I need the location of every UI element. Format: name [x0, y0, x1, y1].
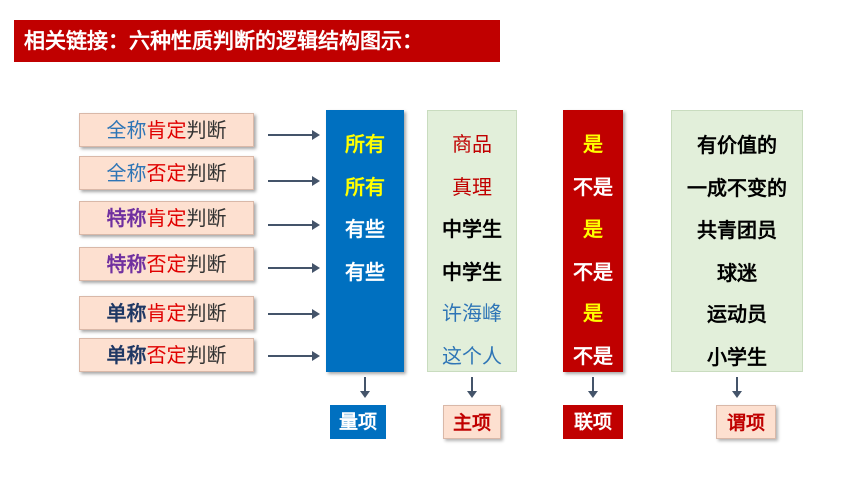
subject-item: 这个人 [442, 344, 502, 368]
arrow-down-icon [588, 377, 598, 398]
copula-item: 是 [583, 217, 603, 241]
copula-item: 不是 [573, 175, 613, 199]
judgment-singular-negative: 单称否定判断 [79, 338, 254, 372]
subject-column: 商品 真理 中学生 中学生 许海峰 这个人 [427, 110, 517, 372]
arrow-right-icon [268, 351, 320, 361]
copula-label: 联项 [563, 405, 623, 439]
arrow-right-icon [268, 263, 320, 273]
arrow-down-icon [732, 377, 742, 398]
page-title: 相关链接：六种性质判断的逻辑结构图示： [14, 20, 500, 62]
judgment-quality: 肯定 [146, 206, 187, 230]
judgment-suffix: 判断 [186, 301, 227, 325]
predicate-label: 谓项 [716, 405, 776, 439]
judgment-quality: 否定 [146, 343, 187, 367]
judgment-universal-affirmative: 全称肯定判断 [79, 113, 254, 147]
judgment-quality: 否定 [146, 161, 187, 185]
copula-column: 是 不是 是 不是 是 不是 [563, 110, 623, 372]
arrow-right-icon [268, 130, 320, 140]
subject-item: 中学生 [442, 260, 502, 284]
judgment-universal-negative: 全称否定判断 [79, 156, 254, 190]
judgment-prefix: 全称 [106, 118, 147, 142]
predicate-item: 有价值的 [697, 133, 777, 157]
subject-item: 商品 [452, 132, 492, 156]
arrow-right-icon [268, 309, 320, 319]
judgment-singular-affirmative: 单称肯定判断 [79, 296, 254, 330]
quantifier-column: 所有 所有 有些 有些 [326, 110, 404, 372]
subject-item: 中学生 [442, 217, 502, 241]
arrow-down-icon [467, 377, 477, 398]
judgment-prefix: 全称 [106, 161, 147, 185]
quantifier-item: 有些 [345, 260, 385, 284]
predicate-item: 一成不变的 [687, 176, 787, 200]
subject-item: 真理 [452, 175, 492, 199]
judgment-particular-negative: 特称否定判断 [79, 247, 254, 281]
judgment-suffix: 判断 [186, 118, 227, 142]
copula-item: 不是 [573, 344, 613, 368]
judgment-prefix: 特称 [106, 252, 147, 276]
subject-item: 许海峰 [442, 301, 502, 325]
quantifier-item: 所有 [345, 175, 385, 199]
judgment-prefix: 单称 [106, 301, 147, 325]
judgment-suffix: 判断 [186, 161, 227, 185]
copula-item: 是 [583, 132, 603, 156]
judgment-prefix: 单称 [106, 343, 147, 367]
quantifier-item: 有些 [345, 217, 385, 241]
predicate-item: 小学生 [707, 345, 767, 369]
arrow-down-icon [360, 377, 370, 398]
copula-item: 不是 [573, 260, 613, 284]
judgment-quality: 否定 [146, 252, 187, 276]
judgment-quality: 肯定 [146, 118, 187, 142]
predicate-item: 运动员 [707, 302, 767, 326]
predicate-column: 有价值的 一成不变的 共青团员 球迷 运动员 小学生 [671, 110, 803, 372]
predicate-item: 共青团员 [697, 218, 777, 242]
judgment-prefix: 特称 [106, 206, 147, 230]
quantifier-label: 量项 [330, 405, 386, 439]
judgment-suffix: 判断 [186, 206, 227, 230]
judgment-quality: 肯定 [146, 301, 187, 325]
predicate-item: 球迷 [717, 261, 757, 285]
judgment-suffix: 判断 [186, 343, 227, 367]
judgment-particular-affirmative: 特称肯定判断 [79, 201, 254, 235]
copula-item: 是 [583, 301, 603, 325]
arrow-right-icon [268, 176, 320, 186]
subject-label: 主项 [443, 405, 501, 439]
judgment-suffix: 判断 [186, 252, 227, 276]
arrow-right-icon [268, 220, 320, 230]
quantifier-item: 所有 [345, 132, 385, 156]
